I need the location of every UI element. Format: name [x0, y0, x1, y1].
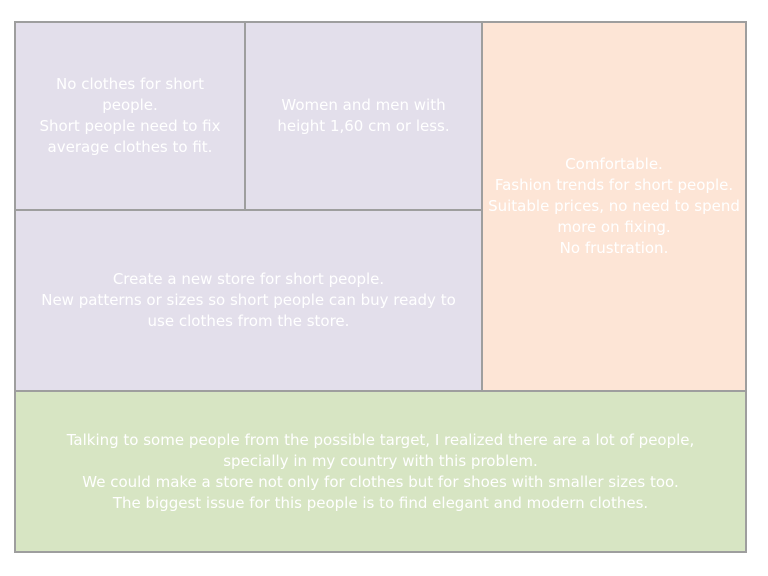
value-proposition-text: Comfortable. Fashion trends for short pe… [488, 155, 740, 257]
notes-text: Talking to some people from the possible… [66, 430, 695, 512]
lean-canvas-board: No clothes for short people. Short peopl… [14, 21, 747, 553]
customer-segment-text: Women and men with height 1,60 cm or les… [277, 96, 450, 135]
customer-segment-cell: Women and men with height 1,60 cm or les… [246, 23, 481, 209]
problem-cell: No clothes for short people. Short peopl… [16, 23, 244, 209]
solution-text: Create a new store for short people. New… [41, 270, 456, 330]
value-proposition-cell: Comfortable. Fashion trends for short pe… [483, 23, 745, 390]
solution-cell: Create a new store for short people. New… [16, 211, 481, 390]
problem-text: No clothes for short people. Short peopl… [39, 75, 221, 156]
notes-cell: Talking to some people from the possible… [16, 392, 745, 551]
